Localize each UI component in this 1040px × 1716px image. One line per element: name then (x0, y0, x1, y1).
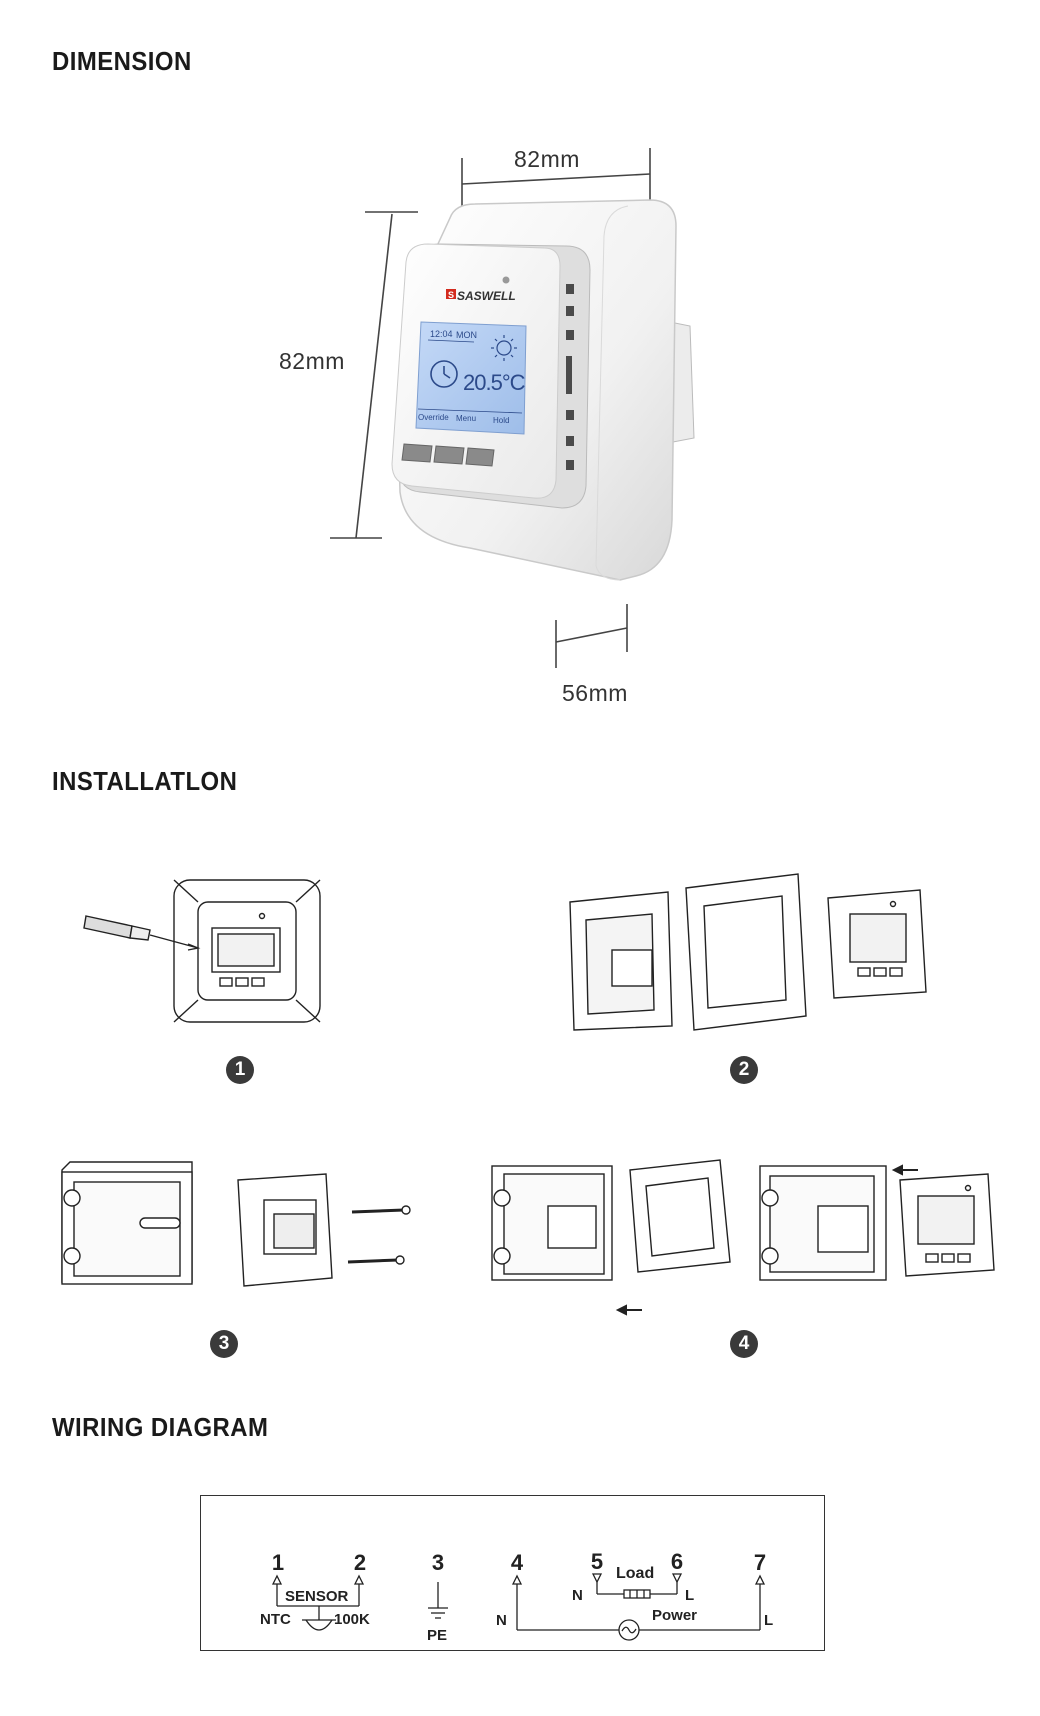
device-buttons (401, 443, 495, 467)
dimension-heading: DIMENSION (52, 46, 192, 76)
side-vents (566, 284, 574, 470)
step3-illustration (61, 1161, 411, 1287)
step4-illustration (491, 1159, 995, 1281)
line-right-label: L (764, 1612, 773, 1629)
screen-temperature: 20.5°C (463, 370, 526, 395)
dimension-lines (330, 148, 651, 668)
softkey-override: Override (418, 413, 449, 422)
wiring-heading: WIRING DIAGRAM (52, 1412, 269, 1442)
softkey-hold: Hold (493, 416, 509, 425)
sensor-label: SENSOR (285, 1588, 349, 1605)
step-3-badge: 3 (210, 1330, 238, 1358)
installation-heading: INSTALLATLON (52, 766, 238, 796)
depth-dimension-label: 56mm (562, 680, 628, 706)
step2-illustration (569, 873, 927, 1031)
terminal-2: 2 (354, 1550, 366, 1575)
pe-label: PE (427, 1627, 447, 1644)
line-load-label: L (685, 1587, 694, 1604)
100k-label: 100K (334, 1611, 370, 1628)
step-1-badge: 1 (226, 1056, 254, 1084)
lcd-screen (415, 321, 527, 435)
ntc-label: NTC (260, 1611, 291, 1628)
step1-illustration (83, 879, 321, 1023)
height-dimension-label: 82mm (279, 348, 345, 374)
sun-icon (491, 335, 517, 361)
screen-time: 12:04 (430, 329, 453, 339)
width-dimension-label: 82mm (514, 146, 580, 172)
step-4-badge: 4 (730, 1330, 758, 1358)
assembly-arrows (615, 1164, 918, 1316)
brand-name: SASWELL (457, 289, 516, 303)
softkey-menu: Menu (456, 414, 476, 423)
screen-day: MON (456, 330, 477, 340)
terminal-4: 4 (511, 1550, 524, 1575)
load-label: Load (616, 1565, 654, 1582)
power-label: Power (652, 1607, 697, 1624)
terminal-1: 1 (272, 1550, 284, 1575)
terminal-6: 6 (671, 1549, 683, 1574)
terminal-7: 7 (754, 1550, 766, 1575)
terminal-3: 3 (432, 1550, 444, 1575)
neutral-left-label: N (496, 1612, 507, 1629)
clock-icon (430, 360, 458, 388)
neutral-load-label: N (572, 1587, 583, 1604)
step-2-badge: 2 (730, 1056, 758, 1084)
svg-text:S: S (448, 290, 454, 300)
status-led (502, 276, 510, 284)
brand-logo-icon (446, 289, 456, 299)
wiring-diagram-box (200, 1495, 825, 1651)
terminal-5: 5 (591, 1549, 603, 1574)
